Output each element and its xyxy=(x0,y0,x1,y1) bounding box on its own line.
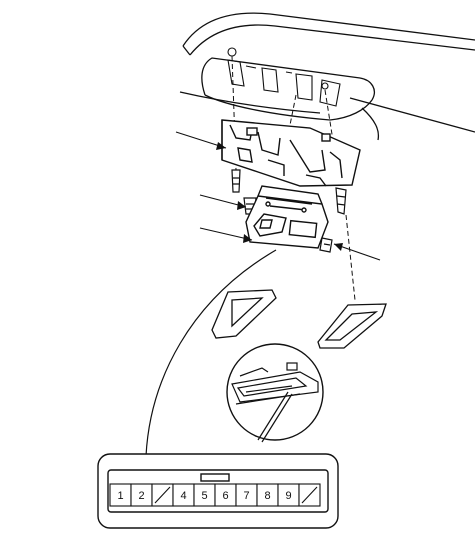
overhead-console xyxy=(245,185,329,249)
connector-pins: 1 2 4 5 6 7 8 9 xyxy=(109,483,321,507)
pin-cell: 8 xyxy=(256,483,279,507)
detail-content xyxy=(231,362,319,405)
pin-cell: 5 xyxy=(193,483,216,507)
map-light-lenses xyxy=(211,289,387,349)
console-bracket xyxy=(221,119,361,187)
pin-cell-empty xyxy=(298,483,321,507)
screwdriver xyxy=(245,385,293,443)
pin-cell: 6 xyxy=(214,483,237,507)
pin-cell: 4 xyxy=(172,483,195,507)
pin-cell-empty xyxy=(151,483,174,507)
roof-clips xyxy=(227,47,341,107)
pin-label: 9 xyxy=(285,490,291,502)
pin-cell: 9 xyxy=(277,483,300,507)
pin-label: 7 xyxy=(243,490,249,502)
pin-cell: 1 xyxy=(109,483,132,507)
pin-label: 8 xyxy=(264,490,270,502)
pin-label: 2 xyxy=(138,490,144,502)
pin-label: 5 xyxy=(201,490,207,502)
pin-label: 6 xyxy=(222,490,228,502)
roof-headliner xyxy=(179,12,475,141)
detail-circle xyxy=(226,343,324,441)
pin-cell: 2 xyxy=(130,483,153,507)
screws xyxy=(231,169,347,253)
pin-label: 4 xyxy=(180,490,186,502)
connector-leader xyxy=(145,249,277,457)
arrow-heads xyxy=(216,142,343,251)
pin-cell: 7 xyxy=(235,483,258,507)
pin-label: 1 xyxy=(117,490,123,502)
